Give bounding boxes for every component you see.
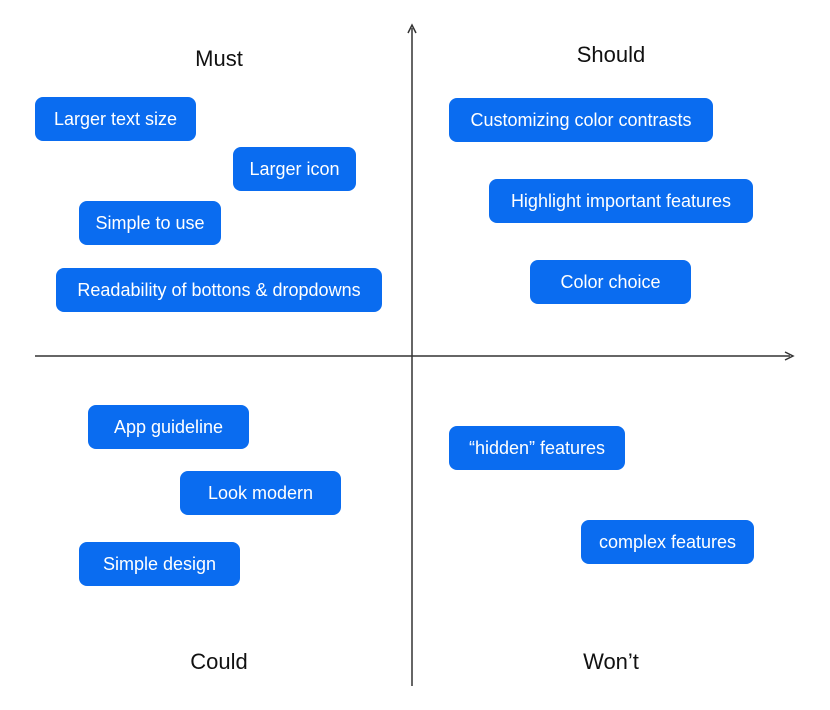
sticky-note-could[interactable]: App guideline	[88, 405, 249, 449]
sticky-note-should[interactable]: Customizing color contrasts	[449, 98, 713, 142]
sticky-note-wont[interactable]: complex features	[581, 520, 754, 564]
sticky-note-wont[interactable]: “hidden” features	[449, 426, 625, 470]
quadrant-label-must: Must	[195, 46, 243, 71]
quadrant-label-could: Could	[190, 649, 248, 674]
quadrant-label-should: Should	[576, 42, 646, 67]
quadrant-label-wont: Won’t	[583, 649, 639, 674]
sticky-note-must[interactable]: Larger text size	[35, 97, 196, 141]
vertical-axis-arrow	[407, 23, 417, 34]
sticky-note-should[interactable]: Highlight important features	[489, 179, 753, 223]
horizontal-axis-arrow	[784, 351, 795, 361]
sticky-note-should[interactable]: Color choice	[530, 260, 691, 304]
sticky-note-could[interactable]: Simple design	[79, 542, 240, 586]
sticky-note-must[interactable]: Simple to use	[79, 201, 221, 245]
sticky-note-must[interactable]: Readability of bottons & dropdowns	[56, 268, 382, 312]
sticky-note-must[interactable]: Larger icon	[233, 147, 356, 191]
sticky-note-could[interactable]: Look modern	[180, 471, 341, 515]
